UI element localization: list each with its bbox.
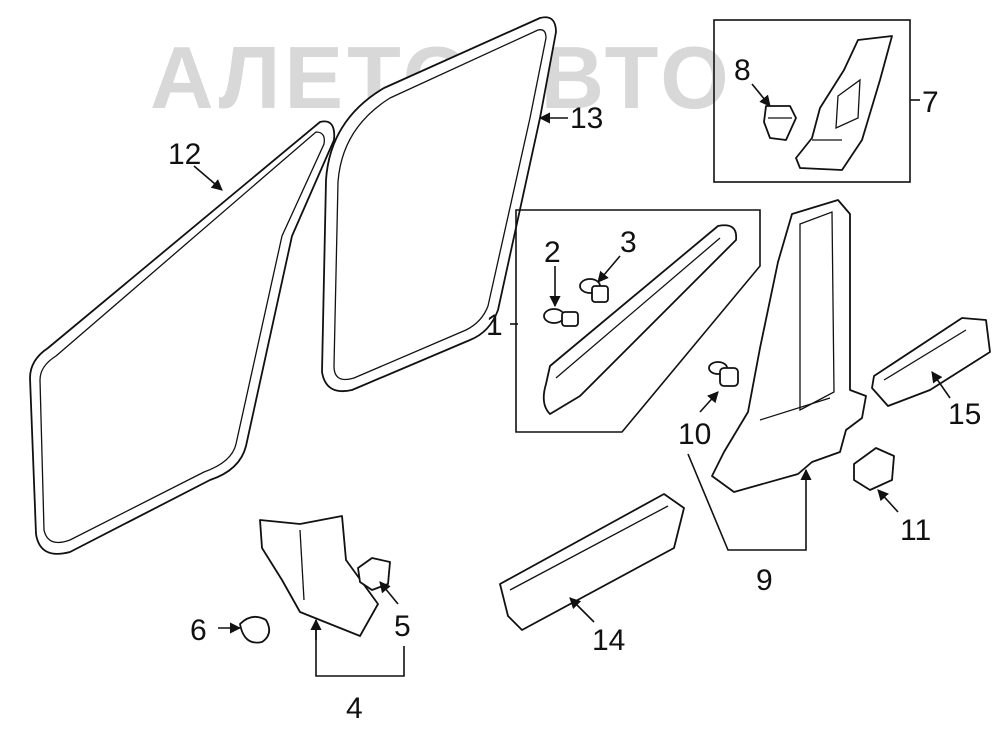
rear-scuff-plate: [871, 317, 991, 407]
clip-part-3: [579, 278, 609, 303]
callout-14: 14: [592, 624, 625, 657]
clip-part-8: [763, 105, 797, 141]
leader-15: [931, 371, 951, 399]
callout-9: 9: [756, 564, 773, 597]
callout-5: 5: [394, 610, 411, 643]
kick-panel: [259, 515, 379, 637]
callout-8: 8: [734, 54, 751, 87]
leader-9: [687, 453, 812, 551]
pillar-garnish: [542, 224, 738, 415]
callout-1: 1: [486, 309, 503, 342]
callout-3: 3: [620, 226, 637, 259]
callout-11: 11: [900, 514, 931, 547]
pillar-upper-detail-box: [713, 19, 911, 183]
clip-part-10: [708, 361, 739, 387]
callout-6: 6: [190, 614, 207, 647]
leader-14: [569, 597, 595, 623]
leader-12: [193, 165, 223, 191]
rear-door-weatherstrip: [321, 16, 557, 393]
leader-3: [597, 255, 621, 283]
callout-15: 15: [948, 398, 981, 431]
center-pillar-lower-trim: [711, 199, 867, 493]
leader-4: [315, 620, 405, 677]
leader-5: [379, 581, 399, 605]
pillar-garnish-detail-box: [515, 209, 761, 433]
callout-7: 7: [922, 86, 939, 119]
callout-2: 2: [544, 236, 561, 269]
callout-10: 10: [678, 418, 711, 451]
front-scuff-plate: [499, 493, 685, 631]
clip-part-2: [543, 308, 579, 327]
front-door-weatherstrip: [29, 120, 336, 555]
callout-12: 12: [168, 138, 201, 171]
leader-8: [751, 83, 771, 107]
leader-10: [699, 391, 719, 413]
callout-13: 13: [570, 102, 603, 135]
callout-4: 4: [346, 692, 363, 725]
cap-part-6: [239, 615, 271, 644]
pillar-upper-trim: [795, 35, 893, 171]
leader-11: [877, 489, 899, 513]
cover-cap-part-11: [853, 447, 895, 491]
